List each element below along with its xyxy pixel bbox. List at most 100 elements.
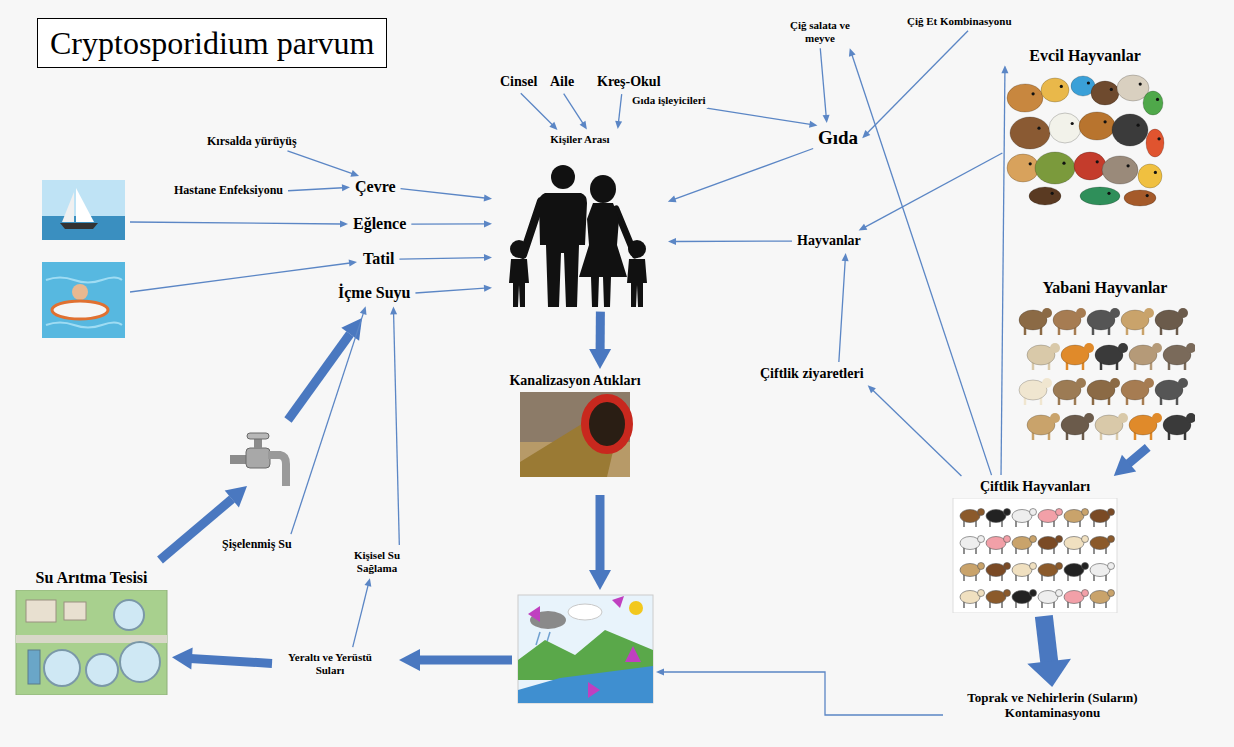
connector-line [873, 390, 962, 476]
child-silhouette [627, 259, 647, 307]
farm-animal [1064, 510, 1084, 523]
connector-arrow [411, 220, 492, 227]
animal-head [978, 536, 985, 543]
pet-figure [1102, 156, 1138, 184]
connector-line [820, 48, 826, 116]
man-silhouette [539, 193, 587, 307]
connector-arrow [287, 151, 359, 177]
diagram-title: Cryptosporidium parvum [37, 18, 387, 68]
animal-head [1110, 378, 1120, 388]
plant-tank [114, 600, 144, 630]
farm-animal [1090, 564, 1110, 577]
farm-picture [950, 498, 1120, 613]
animal-head [1144, 308, 1154, 318]
pet-figure [1049, 113, 1081, 143]
text-node: Toprak ve Nehirlerin (Suların) Kontamina… [945, 690, 1160, 722]
pet-figure [1079, 112, 1115, 140]
thin-arrow-line [664, 672, 943, 715]
animal-head [1082, 509, 1089, 516]
head [628, 240, 646, 258]
connector-line [521, 93, 553, 125]
node-label: Çiftlik ziyaretleri [758, 365, 866, 383]
arrow-head [823, 115, 830, 123]
thick-arrow-line [596, 495, 605, 571]
rain [536, 632, 540, 645]
plant-building [64, 602, 86, 620]
text-node: Aile [548, 73, 576, 91]
connector-arrow [868, 385, 962, 476]
connector-line [1001, 72, 1005, 475]
node-label: Evcil Hayvanlar [1005, 46, 1165, 66]
animal-head [1042, 378, 1052, 388]
arrow-head [484, 285, 492, 292]
pet-eye [1110, 88, 1113, 91]
arrow-head [849, 48, 856, 57]
pet-figure [1035, 152, 1075, 184]
connector-line [839, 260, 845, 362]
connector-arrow [668, 238, 792, 245]
connector-arrow [707, 108, 818, 128]
farm-animal [1064, 564, 1084, 577]
pet-figure [1007, 84, 1043, 112]
connector-line [394, 314, 400, 545]
thick-arrow-line [419, 656, 512, 665]
animal-head [1004, 536, 1011, 543]
tap-pipe [230, 455, 248, 464]
head [510, 240, 528, 258]
pet-figure [1074, 152, 1106, 180]
head [590, 175, 616, 203]
tap-handle [247, 433, 269, 439]
node-label: Yeraltı ve Yerüstü Suları [275, 650, 385, 677]
node-label: Çevre [353, 177, 398, 197]
connector-line [190, 658, 272, 663]
farm-animal [960, 591, 980, 604]
farm-animal [1012, 537, 1032, 550]
pet-figure [1007, 154, 1039, 182]
connector-line [675, 240, 792, 242]
node-label: Çiftlik Hayvanları [950, 478, 1120, 496]
swim-float [52, 301, 108, 319]
node-label: Kreş-Okul [595, 73, 663, 91]
node-label: Cinsel [498, 73, 539, 91]
sewer-background [520, 392, 630, 477]
pet-figure [1029, 187, 1061, 205]
picture-node: Kişiler Arası [495, 132, 665, 309]
pet-figure [1041, 78, 1069, 102]
arrow-head [484, 254, 492, 261]
animal-head [1186, 343, 1195, 353]
animal-head [1004, 590, 1011, 597]
pet-figure [1124, 190, 1156, 206]
node-label: Hayvanlar [795, 232, 863, 250]
pet-eye [1127, 165, 1130, 168]
picture-node: Su Arıtma Tesisi [14, 568, 169, 695]
pet-figure [1091, 81, 1119, 105]
connector-arrow [668, 148, 813, 202]
connector-line [399, 258, 484, 260]
arrow-head [350, 170, 359, 177]
animal-head [1082, 563, 1089, 570]
animal-head [1108, 590, 1115, 597]
text-node: Kreş-Okul [595, 73, 663, 91]
connector-line [852, 55, 992, 475]
animal-head [1082, 536, 1089, 543]
tap-picture [230, 433, 286, 486]
arrow-head [842, 253, 849, 261]
node-label: Kişiler Arası [495, 132, 665, 147]
farm-animal [1038, 537, 1058, 550]
text-node: Hastane Enfeksiyonu [172, 183, 285, 199]
node-label: Çiğ salata ve meyve [788, 18, 852, 45]
connector-arrow [1027, 616, 1071, 687]
arrow-head [390, 306, 397, 314]
connector-arrow [859, 153, 1003, 231]
family-picture [495, 149, 665, 309]
pet-eye [1062, 162, 1065, 165]
farm-animal [1090, 510, 1110, 523]
animal-head [1108, 536, 1115, 543]
animal-head [1110, 308, 1120, 318]
animal-head [1004, 509, 1011, 516]
connector-arrow [401, 189, 492, 202]
node-label: Toprak ve Nehirlerin (Suların) Kontamina… [945, 690, 1160, 722]
connector-arrow [589, 312, 611, 369]
animal-head [1144, 378, 1154, 388]
farm-animal [1038, 591, 1058, 604]
